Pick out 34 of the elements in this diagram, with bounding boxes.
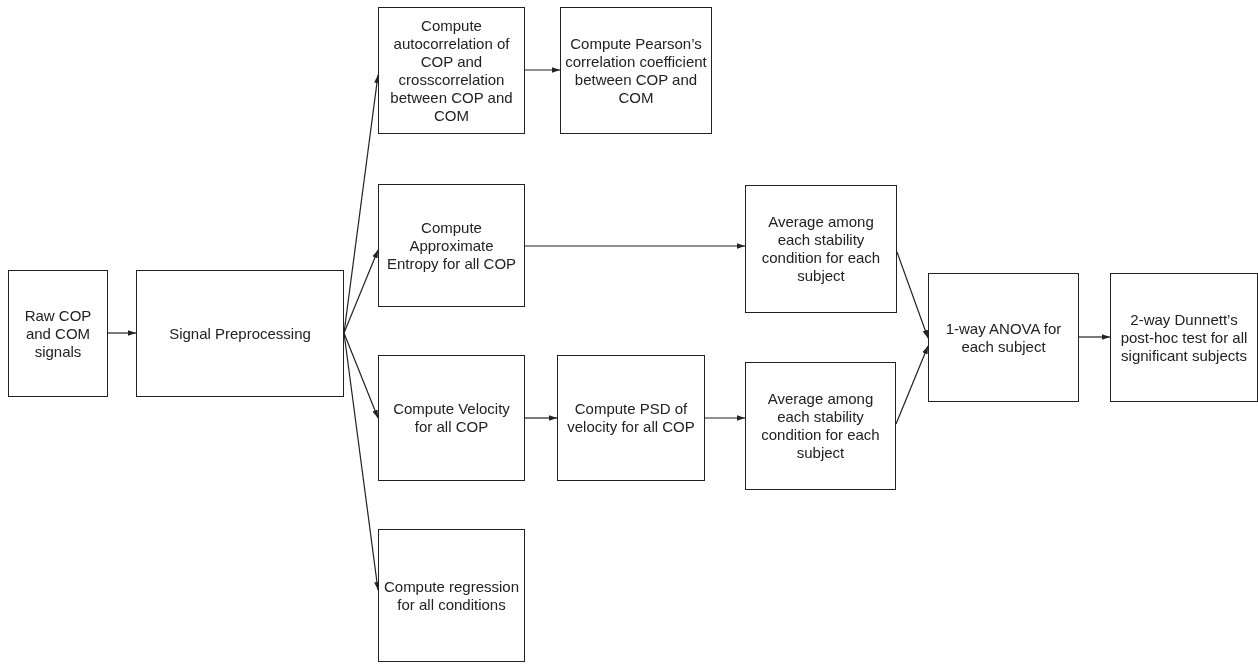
arrow bbox=[704, 415, 746, 421]
box-text: 2-way Dunnett’s post-hoc test for all significant subjects bbox=[1119, 310, 1249, 365]
arrow bbox=[524, 415, 558, 421]
box-text: Compute Approximate Entropy for all COP bbox=[385, 218, 518, 273]
process-box bbox=[928, 273, 1079, 402]
process-box bbox=[378, 355, 525, 481]
box-text: Signal Preprocessing bbox=[169, 324, 311, 343]
box-text: Compute regression for all conditions bbox=[383, 577, 520, 614]
arrow bbox=[343, 249, 379, 334]
arrow bbox=[524, 243, 746, 249]
process-box bbox=[557, 355, 705, 481]
process-box bbox=[378, 184, 525, 307]
process-box bbox=[8, 270, 108, 397]
arrow bbox=[895, 345, 929, 425]
process-box bbox=[560, 7, 712, 134]
arrow bbox=[1078, 334, 1111, 340]
arrow bbox=[896, 251, 929, 339]
process-box bbox=[745, 362, 896, 490]
arrow bbox=[524, 67, 561, 73]
box-text: Average among each stability condition for each subject bbox=[760, 390, 881, 462]
box-text: 1-way ANOVA for each subject bbox=[944, 319, 1063, 356]
process-box bbox=[136, 270, 344, 397]
arrow bbox=[343, 332, 379, 419]
process-box bbox=[378, 529, 525, 662]
process-box bbox=[745, 185, 897, 313]
box-text: Average among each stability condition for each subject bbox=[760, 213, 882, 285]
process-box bbox=[378, 7, 525, 134]
box-text: Compute PSD of velocity for all COP bbox=[566, 400, 696, 436]
arrow bbox=[107, 330, 137, 336]
box-text: Raw COP and COM signals bbox=[23, 306, 93, 361]
box-text: Compute Velocity for all COP bbox=[392, 400, 511, 436]
box-text: Compute Pearson’s correlation coefficient between COP and COM bbox=[565, 34, 707, 107]
process-box bbox=[1110, 273, 1258, 402]
box-text: Compute autocorrelation of COP and crosscorrelation between COP and COM bbox=[389, 16, 514, 125]
